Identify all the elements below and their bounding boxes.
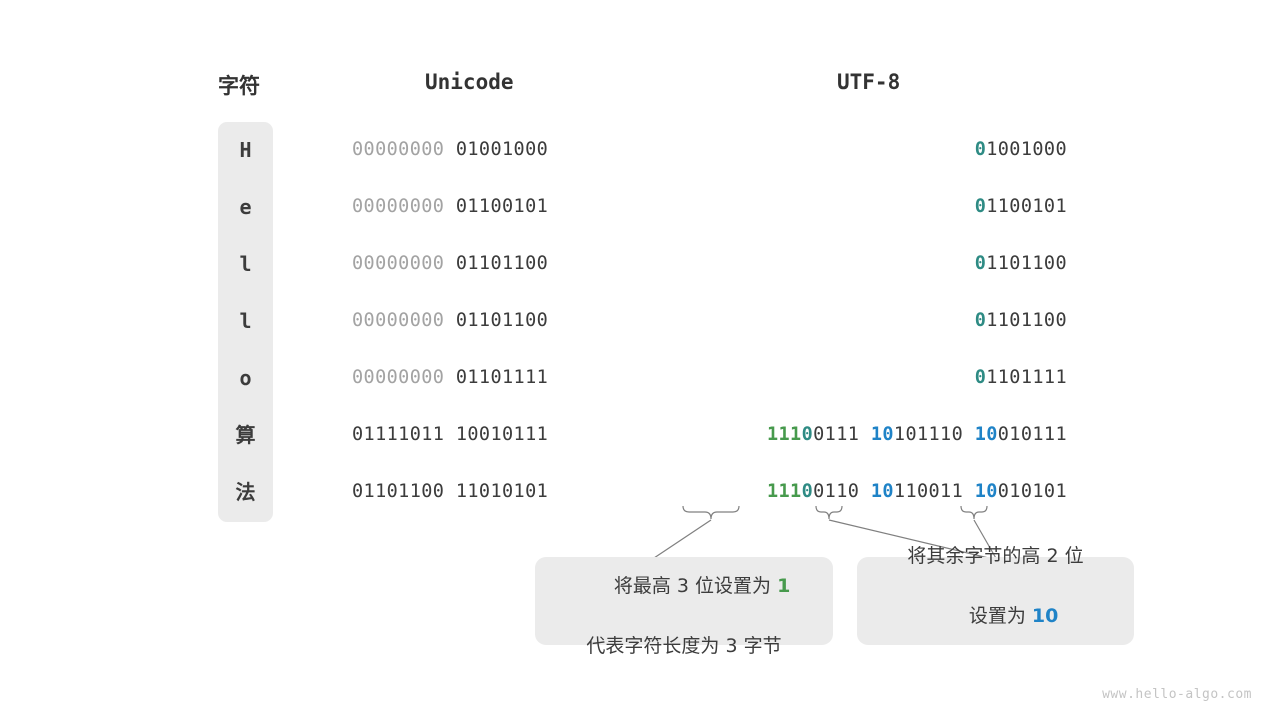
callout-right-line2-text: 设置为 bbox=[968, 605, 1032, 627]
utf8-byte-payload: 010111 bbox=[997, 424, 1067, 445]
utf8-byte-prefix: 10 bbox=[974, 424, 998, 445]
unicode-low-bytes: 01101100 11010101 bbox=[352, 481, 549, 502]
unicode-low-bytes: 01101100 bbox=[455, 253, 549, 274]
utf8-byte-payload: 101110 bbox=[893, 424, 964, 445]
utf8-byte: 11100110 bbox=[767, 481, 859, 502]
utf8-byte-payload: 1100101 bbox=[986, 196, 1067, 217]
callout-left-line1-text: 将最高 3 位设置为 bbox=[613, 575, 778, 597]
column-header-unicode: Unicode bbox=[425, 70, 514, 94]
utf8-byte-prefix: 0 bbox=[974, 310, 987, 331]
callout-continuation-bytes: 将其余字节的高 2 位 设置为 10 bbox=[857, 545, 1134, 645]
utf8-byte-prefix: 111 bbox=[766, 424, 802, 445]
utf8-byte: 10010111 bbox=[975, 424, 1067, 445]
row-unicode-bits: 00000000 01100101 bbox=[352, 193, 548, 221]
utf8-byte: 01101111 bbox=[975, 367, 1067, 388]
character-column-panel bbox=[218, 122, 273, 522]
utf8-byte-prefix: 10 bbox=[974, 481, 998, 502]
unicode-low-bytes: 01111011 10010111 bbox=[352, 424, 549, 445]
utf8-byte-payload: 0110 bbox=[813, 481, 860, 502]
row-utf8-bits: 01101111 bbox=[0, 364, 1067, 392]
row-unicode-bits: 00000000 01101100 bbox=[352, 250, 548, 278]
unicode-high-byte: 00000000 bbox=[352, 196, 456, 217]
row-unicode-bits: 00000000 01001000 bbox=[352, 136, 548, 164]
unicode-low-bytes: 01101100 bbox=[455, 310, 549, 331]
callout-right-line2-emphasis: 10 bbox=[1031, 605, 1059, 627]
site-watermark: www.hello-algo.com bbox=[1102, 687, 1252, 702]
row-unicode-bits: 01111011 10010111 bbox=[352, 421, 548, 449]
row-utf8-bits: 01101100 bbox=[0, 307, 1067, 335]
row-character: l bbox=[239, 309, 252, 333]
callout-first-byte: 将最高 3 位设置为 1 代表字符长度为 3 字节 bbox=[535, 557, 833, 657]
row-utf8-bits: 11100110 10110011 10010101 bbox=[0, 478, 1067, 506]
row-character: 法 bbox=[235, 480, 256, 504]
row-character: l bbox=[239, 252, 252, 276]
unicode-high-byte: 00000000 bbox=[352, 367, 456, 388]
utf8-byte: 10010101 bbox=[975, 481, 1067, 502]
row-character: o bbox=[239, 366, 252, 390]
callout-right-line1: 将其余字节的高 2 位 bbox=[907, 545, 1084, 567]
callout-left-line1-emphasis: 1 bbox=[777, 575, 791, 597]
row-unicode-bits: 01101100 11010101 bbox=[352, 478, 548, 506]
utf8-byte-payload: 0111 bbox=[813, 424, 860, 445]
brace-continuation-byte-2 bbox=[960, 505, 988, 520]
utf8-byte: 01001000 bbox=[975, 139, 1067, 160]
utf8-byte-payload: 1101111 bbox=[986, 367, 1067, 388]
utf8-byte: 10101110 bbox=[871, 424, 963, 445]
utf8-byte: 11100111 bbox=[767, 424, 859, 445]
row-unicode-bits: 00000000 01101100 bbox=[352, 307, 548, 335]
utf8-byte-payload: 1001000 bbox=[986, 139, 1067, 160]
utf8-byte-payload: 1101100 bbox=[986, 253, 1067, 274]
unicode-low-bytes: 01001000 bbox=[455, 139, 549, 160]
utf8-byte: 10110011 bbox=[871, 481, 963, 502]
utf8-byte-payload: 1101100 bbox=[986, 310, 1067, 331]
column-header-utf8: UTF-8 bbox=[837, 70, 901, 94]
row-unicode-bits: 00000000 01101111 bbox=[352, 364, 548, 392]
row-utf8-bits: 01100101 bbox=[0, 193, 1067, 221]
row-utf8-bits: 01001000 bbox=[0, 136, 1067, 164]
brace-first-byte bbox=[682, 505, 740, 520]
utf8-byte-prefix: 10 bbox=[870, 424, 894, 445]
row-character: H bbox=[239, 138, 252, 162]
utf8-byte: 01101100 bbox=[975, 253, 1067, 274]
unicode-low-bytes: 01101111 bbox=[455, 367, 549, 388]
utf8-byte-prefix: 10 bbox=[870, 481, 894, 502]
utf8-byte-prefix: 0 bbox=[974, 253, 987, 274]
unicode-high-byte: 00000000 bbox=[352, 139, 456, 160]
row-character: 算 bbox=[235, 423, 256, 447]
unicode-high-byte: 00000000 bbox=[352, 310, 456, 331]
unicode-low-bytes: 01100101 bbox=[455, 196, 549, 217]
utf8-byte-prefix: 0 bbox=[974, 196, 987, 217]
utf8-byte: 01100101 bbox=[975, 196, 1067, 217]
row-utf8-bits: 11100111 10101110 10010111 bbox=[0, 421, 1067, 449]
unicode-high-byte: 00000000 bbox=[352, 253, 456, 274]
utf8-byte-payload: 110011 bbox=[893, 481, 964, 502]
column-header-character: 字符 bbox=[218, 74, 260, 98]
utf8-byte-prefix: 0 bbox=[974, 139, 987, 160]
callout-left-line2: 代表字符长度为 3 字节 bbox=[586, 635, 782, 657]
utf8-byte-prefix-terminator: 0 bbox=[801, 481, 814, 502]
utf8-byte-payload: 010101 bbox=[997, 481, 1067, 502]
utf8-byte-prefix-terminator: 0 bbox=[801, 424, 814, 445]
row-utf8-bits: 01101100 bbox=[0, 250, 1067, 278]
utf8-byte-prefix: 0 bbox=[974, 367, 987, 388]
utf8-byte-prefix: 111 bbox=[766, 481, 802, 502]
utf8-byte: 01101100 bbox=[975, 310, 1067, 331]
row-character: e bbox=[239, 195, 252, 219]
brace-continuation-byte-1 bbox=[815, 505, 843, 520]
